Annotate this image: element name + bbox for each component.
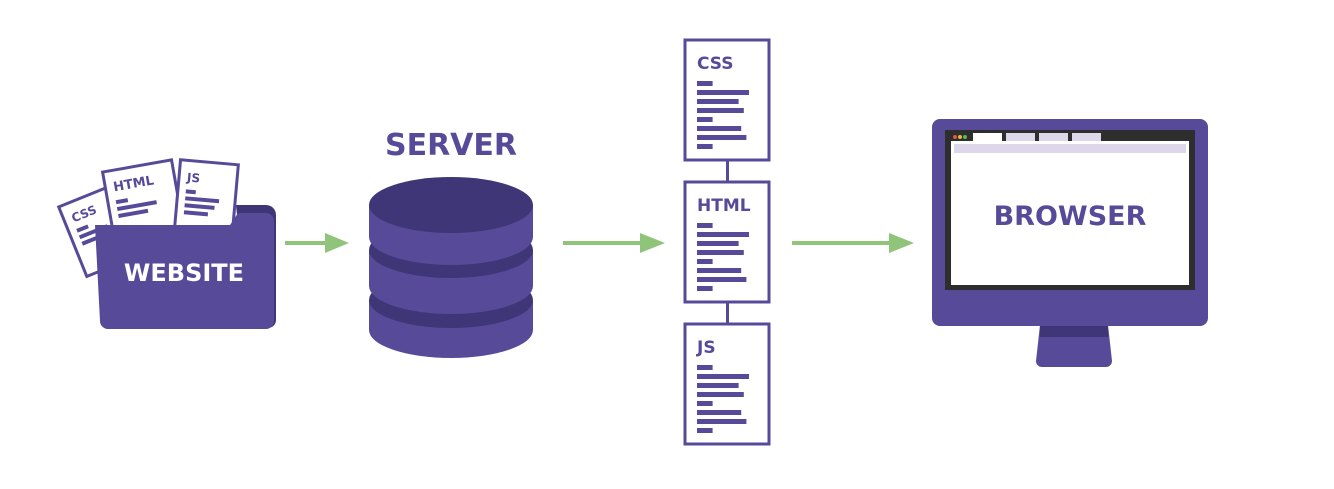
- folder-front: [95, 213, 274, 329]
- text-line: [697, 383, 739, 388]
- text-line: [697, 144, 713, 149]
- close-dot-icon: [953, 135, 957, 139]
- minimize-dot-icon: [958, 135, 962, 139]
- text-line: [697, 223, 713, 228]
- arrow-website-to-server: [285, 233, 349, 253]
- browser-label: BROWSER: [994, 201, 1147, 232]
- file-label-js: JS: [185, 170, 200, 185]
- text-line: [697, 365, 713, 370]
- file-card-js: JS: [683, 322, 771, 446]
- text-line: [697, 232, 749, 237]
- text-line: [697, 241, 739, 246]
- text-line: [697, 117, 713, 122]
- maximize-dot-icon: [963, 135, 967, 139]
- website-label: WEBSITE: [124, 259, 244, 287]
- text-line: [697, 90, 749, 95]
- text-line: [697, 126, 742, 131]
- text-line: [697, 259, 713, 264]
- file-label-html: HTML: [112, 173, 155, 195]
- text-line: [697, 419, 747, 424]
- text-line: [697, 250, 744, 255]
- file-label: JS: [696, 338, 716, 358]
- browser-window: [951, 141, 1189, 285]
- browser-monitor: BROWSER: [932, 119, 1208, 367]
- connector: [726, 160, 729, 182]
- text-line: [697, 374, 749, 379]
- text-line: [697, 268, 742, 273]
- text-line: [697, 428, 713, 433]
- text-line: [697, 286, 713, 291]
- server-label: SERVER: [385, 128, 517, 163]
- browser-tab-active[interactable]: [973, 133, 1002, 141]
- file-card-html: HTML: [683, 180, 771, 304]
- website-folder: CSS HTML JS WEBSITE: [56, 158, 276, 329]
- file-label: CSS: [697, 54, 734, 74]
- arrow-server-to-files: [563, 233, 665, 253]
- text-line: [697, 135, 747, 140]
- text-line: [697, 108, 744, 113]
- file-card-js: JS: [172, 158, 240, 239]
- connector: [726, 302, 729, 324]
- browser-tab[interactable]: [1072, 133, 1101, 141]
- text-line: [697, 99, 739, 104]
- text-line: [697, 401, 713, 406]
- file-stack: CSS HTML JS: [683, 38, 771, 446]
- file-label: HTML: [697, 196, 751, 216]
- text-line: [697, 392, 744, 397]
- browser-tab[interactable]: [1006, 133, 1035, 141]
- text-line: [697, 81, 713, 86]
- browser-tab[interactable]: [1039, 133, 1068, 141]
- text-line: [697, 410, 742, 415]
- address-bar[interactable]: [954, 144, 1186, 153]
- text-line: [697, 277, 747, 282]
- server-database: SERVER: [369, 128, 533, 358]
- file-card-css: CSS: [683, 38, 771, 162]
- arrow-files-to-browser: [792, 233, 914, 253]
